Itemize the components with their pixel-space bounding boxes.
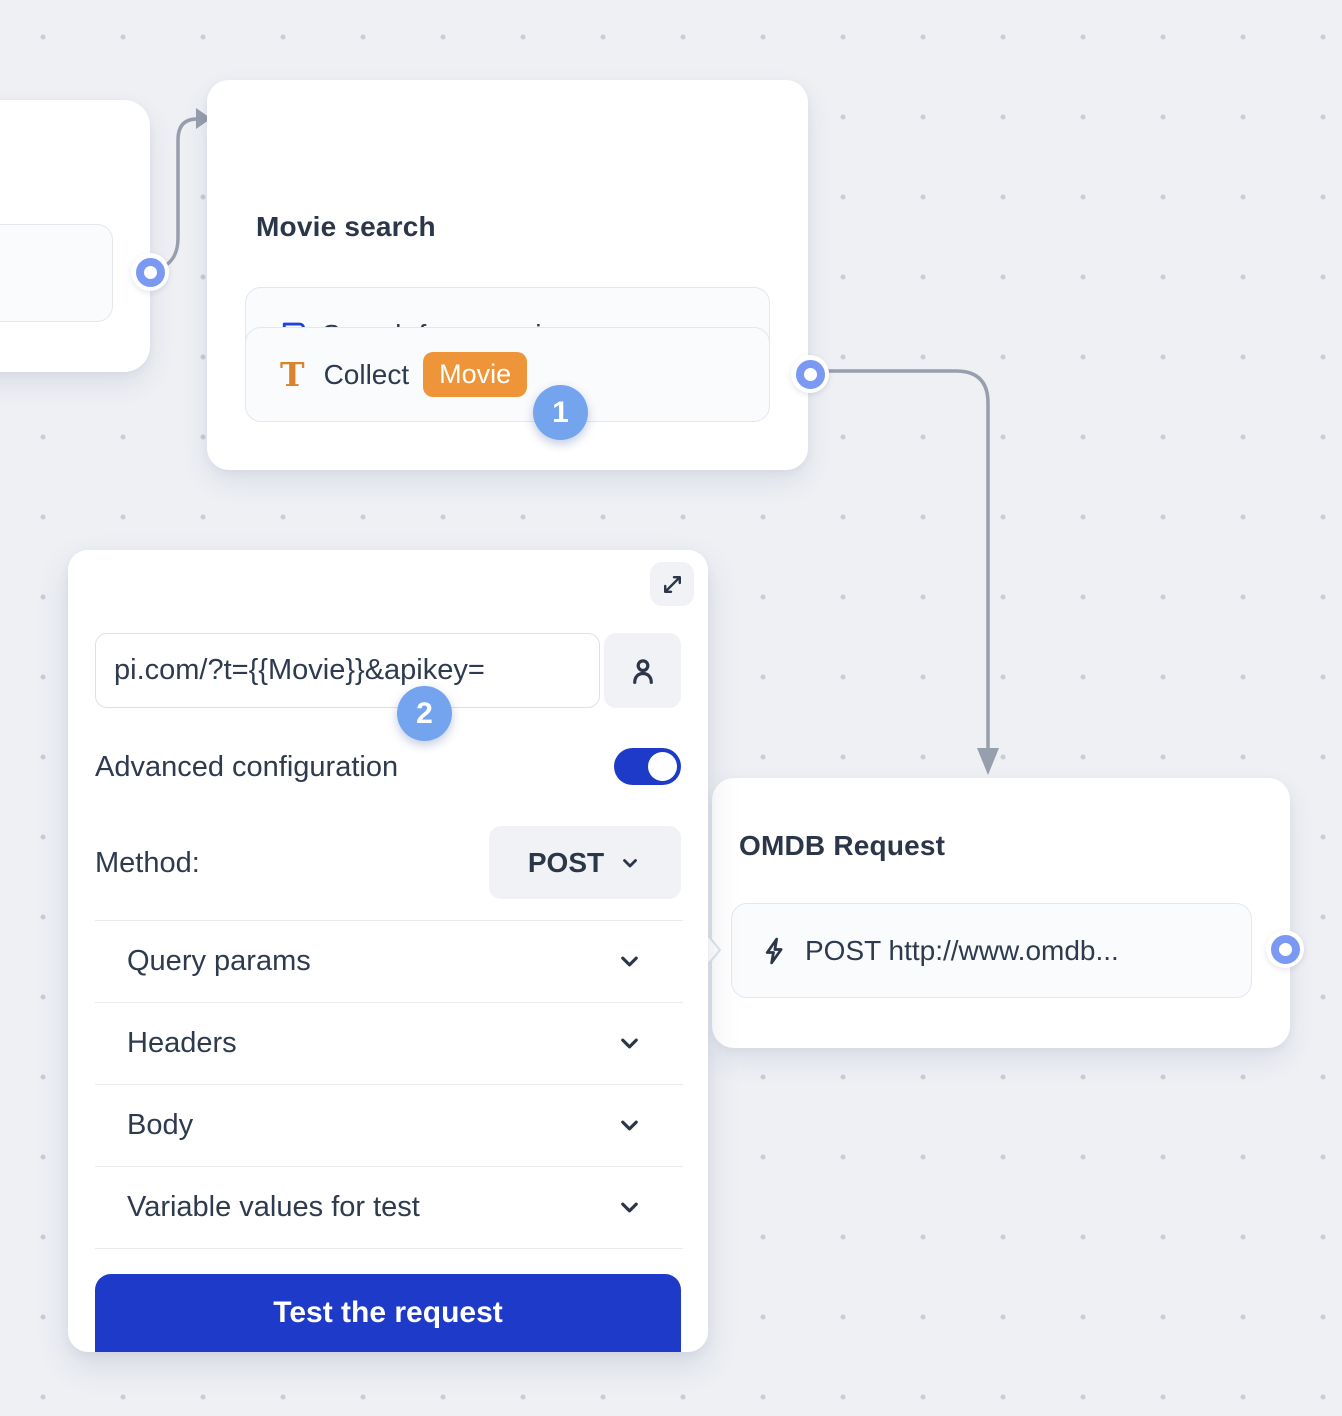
row-label: POST http://www.omdb... [805, 934, 1119, 966]
lightning-icon [765, 937, 783, 964]
port-ring-icon [135, 257, 165, 287]
chevron-down-icon [623, 858, 638, 867]
text-input-icon: T [280, 355, 305, 394]
variable-badge: Movie [423, 352, 528, 397]
input-port-notch [704, 931, 722, 969]
divider [95, 920, 683, 921]
variable-picker-button[interactable] [604, 633, 681, 708]
partial-node-card[interactable] [0, 100, 150, 372]
section-label: Variable values for test [127, 1190, 420, 1223]
node-title: Movie search [256, 211, 436, 242]
test-request-button[interactable]: Test the request [95, 1274, 681, 1352]
divider [95, 1084, 683, 1085]
row-label: Collect [323, 358, 410, 390]
divider [95, 1166, 683, 1167]
method-label: Method: [95, 847, 200, 879]
output-port[interactable] [131, 253, 169, 291]
section-label: Headers [127, 1026, 237, 1059]
node-title: OMDB Request [739, 830, 946, 861]
port-ring-icon [795, 359, 825, 389]
section-body[interactable]: Body [95, 1084, 683, 1166]
request-row[interactable]: POST http://www.omdb... [731, 903, 1252, 998]
port-ring-icon [1270, 934, 1300, 964]
omdb-request-node-card[interactable]: OMDB Request POST http://www.omdb... [712, 778, 1290, 1048]
section-label: Body [127, 1108, 194, 1141]
expand-button[interactable] [650, 562, 694, 606]
step-badge-2: 2 [397, 686, 452, 741]
webhook-config-panel: Advanced configuration Method: POST Quer… [68, 550, 708, 1352]
advanced-configuration-label: Advanced configuration [95, 751, 399, 783]
advanced-configuration-toggle[interactable] [614, 748, 681, 785]
person-icon [632, 658, 653, 684]
method-dropdown[interactable]: POST [489, 826, 681, 899]
chevron-down-icon [621, 1202, 638, 1212]
chevron-down-icon [621, 1038, 638, 1048]
section-query-params[interactable]: Query params [95, 920, 683, 1002]
divider [95, 1248, 683, 1249]
output-port[interactable] [791, 355, 829, 393]
toggle-knob-icon [648, 752, 677, 781]
section-variable-values[interactable]: Variable values for test [95, 1166, 683, 1248]
output-port[interactable] [1266, 930, 1304, 968]
movie-search-node-card[interactable]: Movie search Search for a movie T Collec… [207, 80, 808, 470]
chevron-down-icon [621, 956, 638, 966]
step-badge-1: 1 [533, 385, 588, 440]
expand-icon [663, 575, 681, 593]
collect-row[interactable]: T Collect Movie [245, 327, 770, 422]
chevron-down-icon [621, 1120, 638, 1130]
section-label: Query params [127, 944, 311, 977]
url-input[interactable] [95, 633, 600, 708]
section-headers[interactable]: Headers [95, 1002, 683, 1084]
partial-node-row[interactable] [0, 224, 113, 322]
divider [95, 1002, 683, 1003]
method-value: POST [527, 846, 605, 878]
